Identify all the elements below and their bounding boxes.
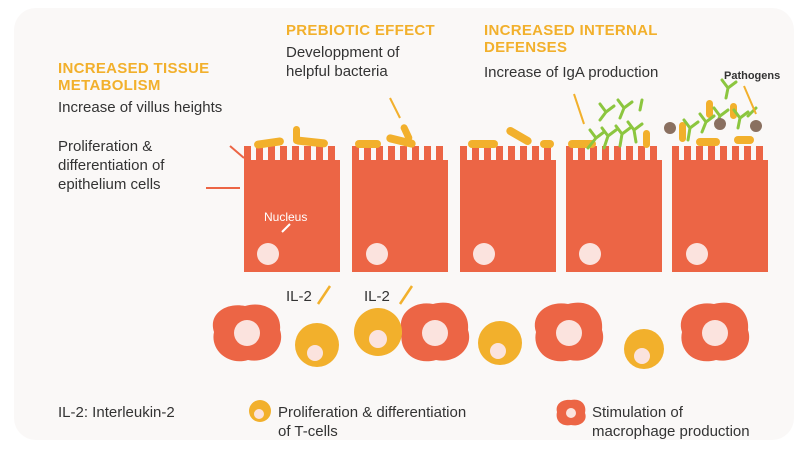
pathogens — [664, 118, 762, 134]
heading-tissue-metabolism-2: METABOLISM — [58, 77, 161, 94]
legend-tcell-line2: of T-cells — [278, 423, 338, 440]
legend-macrophage-line1: Stimulation of — [592, 404, 683, 421]
epithelium-cell-2 — [352, 146, 448, 272]
label-proliferation-3: epithelium cells — [58, 176, 161, 193]
heading-internal-defenses-1: INCREASED INTERNAL — [484, 22, 658, 39]
macrophage-nucleus — [234, 320, 260, 346]
t-cell-nucleus — [490, 343, 506, 359]
nucleus-pointer — [281, 223, 291, 233]
label-proliferation-1: Proliferation & — [58, 138, 153, 155]
label-il2-first: IL-2 — [286, 288, 312, 305]
label-nucleus: Nucleus — [264, 210, 308, 224]
macrophage-nucleus — [422, 320, 448, 346]
heading-tissue-metabolism-1: INCREASED TISSUE — [58, 60, 210, 77]
label-pathogens: Pathogens — [724, 70, 781, 82]
cell-nucleus — [257, 243, 279, 265]
label-pointers-yellow — [389, 85, 757, 125]
legend-tcell-icon — [249, 400, 271, 422]
il2-signals — [316, 285, 414, 305]
heading-prebiotic-effect: PREBIOTIC EFFECT — [286, 22, 435, 39]
macrophage-nucleus — [556, 320, 582, 346]
cell-nucleus — [686, 243, 708, 265]
label-pointers — [206, 145, 245, 189]
legend-macrophage-icon — [556, 399, 586, 426]
label-iga-production: Increase of IgA production — [484, 64, 659, 81]
iga-antibodies — [586, 78, 758, 150]
t-cell-nucleus — [307, 345, 323, 361]
cell-nucleus — [579, 243, 601, 265]
heading-internal-defenses-2: DEFENSES — [484, 39, 568, 56]
label-proliferation-2: differentiation of — [58, 157, 165, 174]
t-cell-nucleus — [634, 348, 650, 364]
cell-nucleus — [366, 243, 388, 265]
t-cell-nucleus — [369, 330, 387, 348]
label-bacteria-2: helpful bacteria — [286, 63, 388, 80]
helpful-bacteria — [254, 100, 754, 149]
label-bacteria-1: Developpment of — [286, 44, 400, 61]
label-il2-second: IL-2 — [364, 288, 390, 305]
legend-tcell-line1: Proliferation & differentiation — [278, 404, 467, 421]
label-villus-heights: Increase of villus heights — [58, 99, 223, 116]
macrophage-nucleus — [702, 320, 728, 346]
legend-il2-definition: IL-2: Interleukin-2 — [58, 404, 175, 421]
legend-macrophage-line2: macrophage production — [592, 423, 750, 440]
cell-nucleus — [473, 243, 495, 265]
